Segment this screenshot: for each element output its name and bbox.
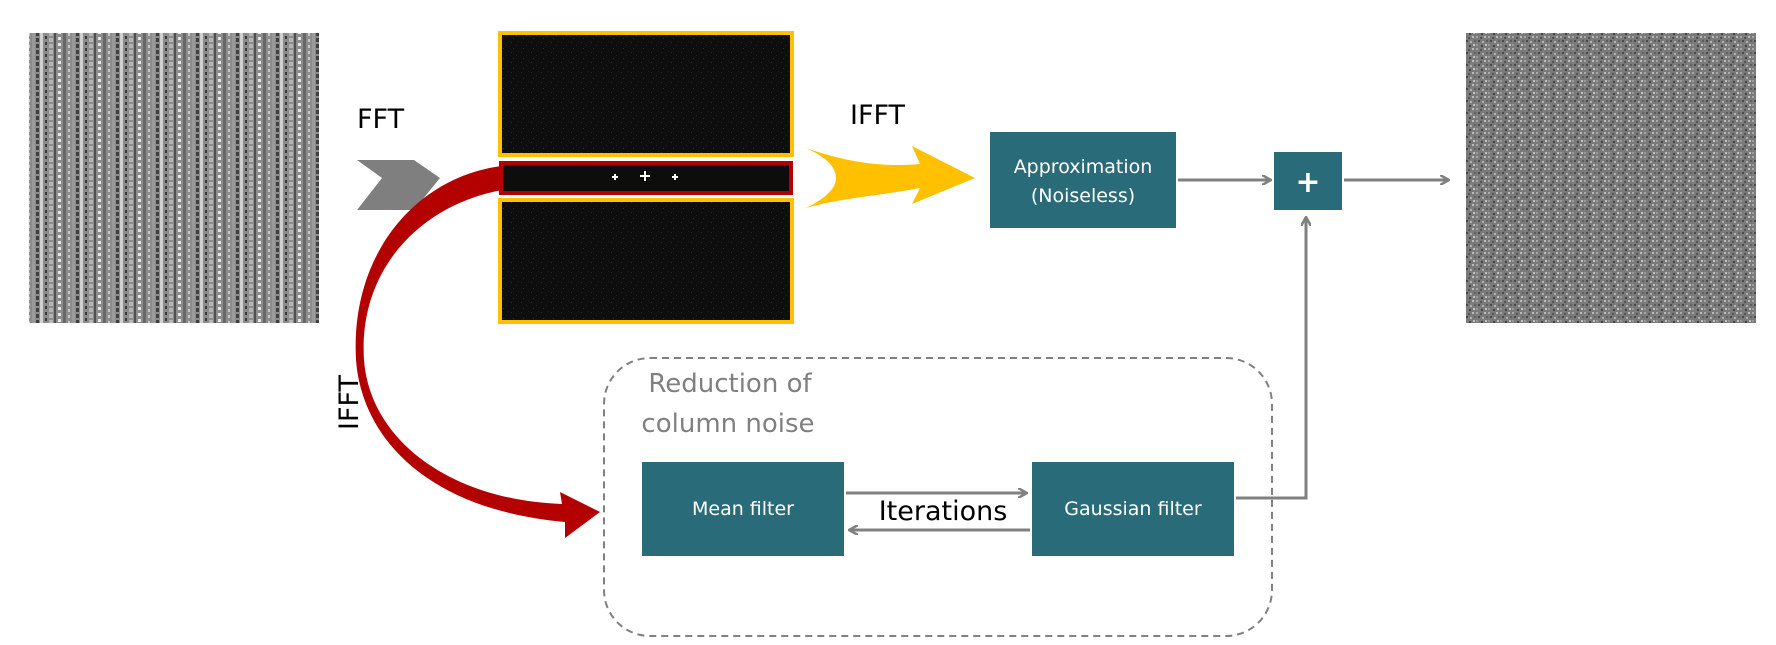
mean-filter-label: Mean filter <box>692 498 794 520</box>
group-title-line2: column noise <box>641 409 814 439</box>
ifft-top-label: IFFT <box>850 100 906 131</box>
sum-box <box>1274 152 1342 210</box>
gaussian-filter-box <box>1032 462 1234 556</box>
approximation-label-line2: (Noiseless) <box>1031 185 1135 207</box>
spectrum-bottom-panel <box>498 198 794 324</box>
approximation-label-line1: Approximation <box>1014 156 1153 178</box>
column-noise-group <box>603 357 1273 637</box>
ifft-side-label: IFFT <box>334 374 365 430</box>
arrow-gaussian-to-plus <box>1236 218 1306 500</box>
iterations-label: Iterations <box>879 496 1008 527</box>
gaussian-filter-label: Gaussian filter <box>1064 498 1202 520</box>
spectrum-top-panel <box>498 31 794 157</box>
input-image <box>29 33 319 323</box>
fft-label: FFT <box>357 104 405 135</box>
spectrum-peaks <box>612 171 678 181</box>
ifft-red-curved-arrow <box>355 166 600 538</box>
plus-icon: + <box>1295 165 1320 200</box>
fft-chevron-icon <box>357 160 440 210</box>
approximation-box <box>990 132 1176 228</box>
output-image <box>1466 33 1756 323</box>
mean-filter-box <box>642 462 844 556</box>
group-title-line1: Reduction of <box>648 369 812 399</box>
ifft-yellow-arrow <box>806 146 975 208</box>
